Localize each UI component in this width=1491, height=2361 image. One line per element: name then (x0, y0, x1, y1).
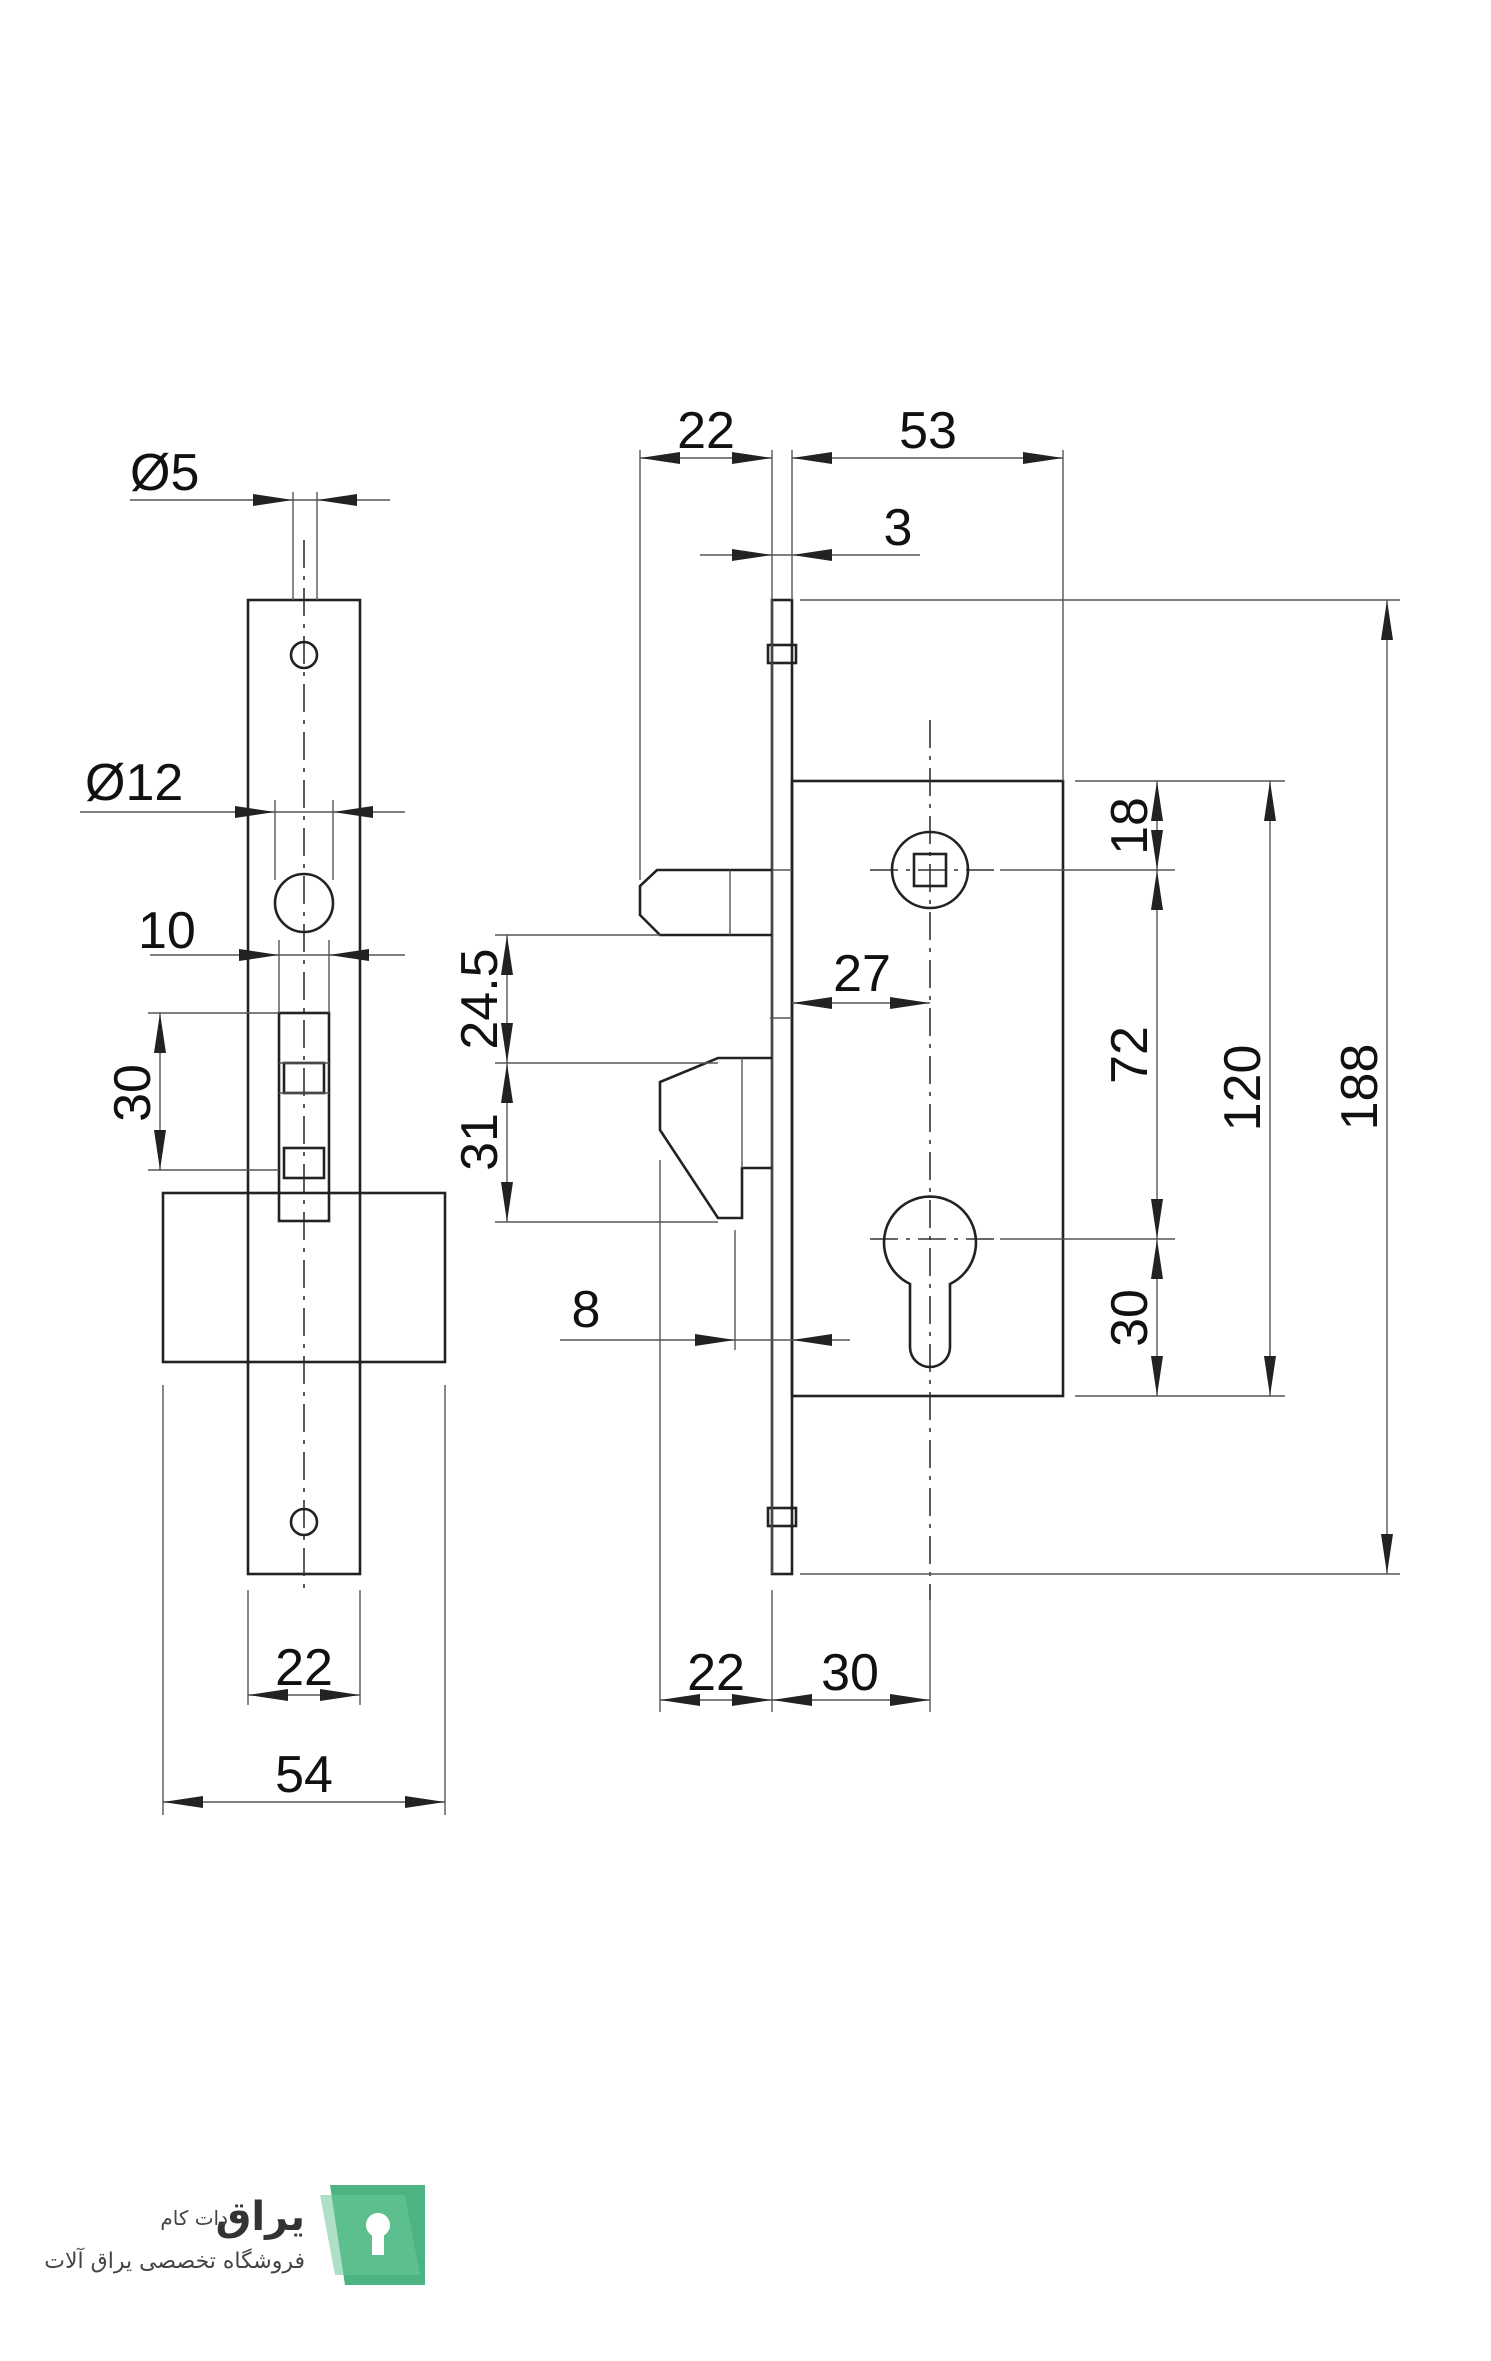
logo-tagline-text: فروشگاه تخصصی یراق آلات (44, 2247, 305, 2274)
deadbolt (638, 868, 772, 937)
dim-right-120-label: 120 (1214, 1045, 1272, 1132)
dim-twentytwo-front-label: 22 (275, 1639, 333, 1697)
hook-latch (658, 1056, 772, 1220)
box-outline (161, 1191, 447, 1364)
dim-top-53-label: 53 (899, 402, 957, 460)
screw-hole-bottom (289, 1507, 319, 1537)
dim-top-22-label: 22 (677, 402, 735, 460)
dim-right-188: 188 (1331, 600, 1393, 1574)
dim-8: 8 (560, 1230, 850, 1350)
dim-right-72-label: 72 (1101, 1026, 1159, 1084)
euro-cylinder-cutout (882, 1195, 978, 1369)
dim-bottom-22-label: 22 (687, 1644, 745, 1702)
dim-right-30: 30 (1101, 1239, 1163, 1396)
dim-24-5-label: 24.5 (451, 948, 509, 1049)
dim-right-18: 18 (1101, 781, 1163, 870)
dim-diameter-5: Ø5 (130, 444, 390, 600)
dim-twentytwo-front: 22 (247, 1590, 361, 1705)
dim-thirty-vertical-label: 30 (104, 1064, 162, 1122)
dim-31: 31 (451, 1063, 718, 1223)
dim-8-label: 8 (572, 1281, 601, 1339)
logo-brand-text: یراق (216, 2194, 305, 2240)
dim-ten-label: 10 (138, 902, 196, 960)
latch-opening (277, 1011, 331, 1223)
dim-right-72: 72 (1101, 870, 1163, 1239)
dim-27-label: 27 (833, 945, 891, 1003)
front-view: Ø5 Ø12 10 30 (80, 444, 447, 1815)
dim-fiftyfour-label: 54 (275, 1746, 333, 1804)
dim-top-3-label: 3 (884, 499, 913, 557)
logo-suffix-text: دات کام (160, 2206, 228, 2230)
dim-fiftyfour: 54 (162, 1385, 446, 1815)
dim-bottom-30-label: 30 (821, 1644, 879, 1702)
side-faceplate (770, 598, 794, 1576)
logo-mark-icon (320, 2185, 425, 2285)
dim-27: 27 (792, 945, 930, 1009)
dim-ten: 10 (138, 902, 405, 1013)
dim-24-5: 24.5 (451, 934, 718, 1064)
cylinder-hole (273, 872, 335, 934)
side-view: 22 53 3 24.5 (451, 402, 1400, 1712)
dim-right-120: 120 (1214, 781, 1276, 1396)
dim-bottom-30: 30 (772, 1600, 931, 1712)
dim-top-53: 53 (791, 402, 1064, 781)
dim-top-3: 3 (700, 499, 920, 561)
dim-right-188-label: 188 (1331, 1044, 1389, 1131)
dim-diameter-12: Ø12 (80, 754, 405, 880)
dim-diameter-12-label: Ø12 (85, 754, 183, 812)
dim-bottom-22: 22 (659, 1160, 773, 1712)
dim-diameter-5-label: Ø5 (130, 444, 199, 502)
dim-31-label: 31 (451, 1113, 509, 1171)
screw-hole-top (289, 640, 319, 670)
dim-right-18-label: 18 (1101, 797, 1159, 855)
dim-thirty-vertical: 30 (104, 1012, 279, 1171)
dim-top-22: 22 (639, 402, 773, 880)
spindle-follower (890, 830, 970, 910)
brand-logo: یراق دات کام فروشگاه تخصصی یراق آلات (44, 2185, 425, 2285)
dim-right-30-label: 30 (1101, 1289, 1159, 1347)
lock-body (790, 779, 1065, 1398)
